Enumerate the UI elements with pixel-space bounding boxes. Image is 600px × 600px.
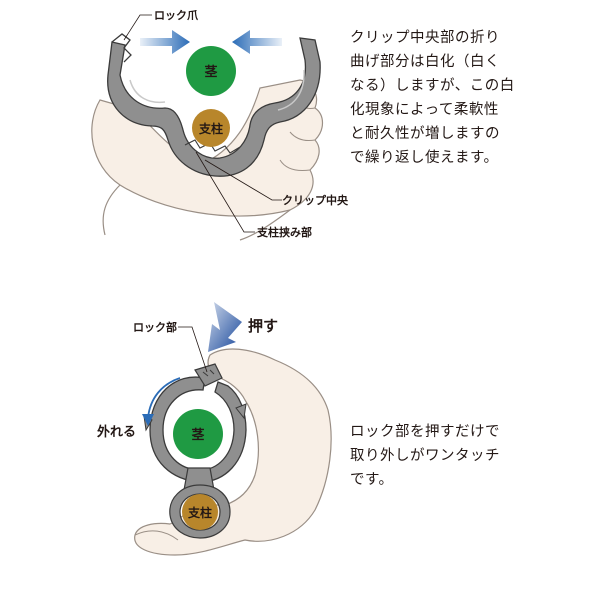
label-lock-part: ロック部	[133, 320, 177, 334]
arrow-left-icon	[232, 30, 282, 54]
arrow-right-icon	[140, 30, 190, 54]
top-description: クリップ中央部の折り 曲げ部分は白化（白く なる）しますが、この白 化現象によっ…	[350, 30, 515, 166]
bottom-description: ロック部を押すだけで 取り外しがワンタッチ です。	[350, 424, 500, 488]
top-stem-label: 茎	[204, 64, 217, 80]
push-arrow-icon	[208, 302, 242, 352]
bottom-support-circle	[182, 494, 218, 530]
leader-clip-center	[204, 159, 282, 201]
bottom-stem-label: 茎	[191, 427, 204, 443]
bottom-stem-circle	[173, 409, 223, 459]
top-clip	[107, 33, 321, 177]
label-push: 押す	[248, 317, 278, 335]
release-arrowhead-icon	[142, 414, 154, 426]
leader-lock-claw	[123, 14, 152, 41]
label-lock-claw: ロック爪	[154, 9, 199, 22]
label-release: 外れる	[96, 424, 136, 440]
top-support-circle	[192, 109, 230, 147]
release-arrow-icon	[147, 377, 181, 419]
bottom-support-label: 支柱	[187, 505, 212, 520]
top-support-label: 支柱	[198, 121, 223, 136]
label-support-grip: 支柱挟み部	[256, 225, 312, 239]
leader-lock-part	[178, 326, 208, 373]
leader-support-grip	[195, 151, 255, 233]
label-clip-center: クリップ中央	[282, 193, 349, 207]
top-stem-circle	[186, 46, 236, 96]
